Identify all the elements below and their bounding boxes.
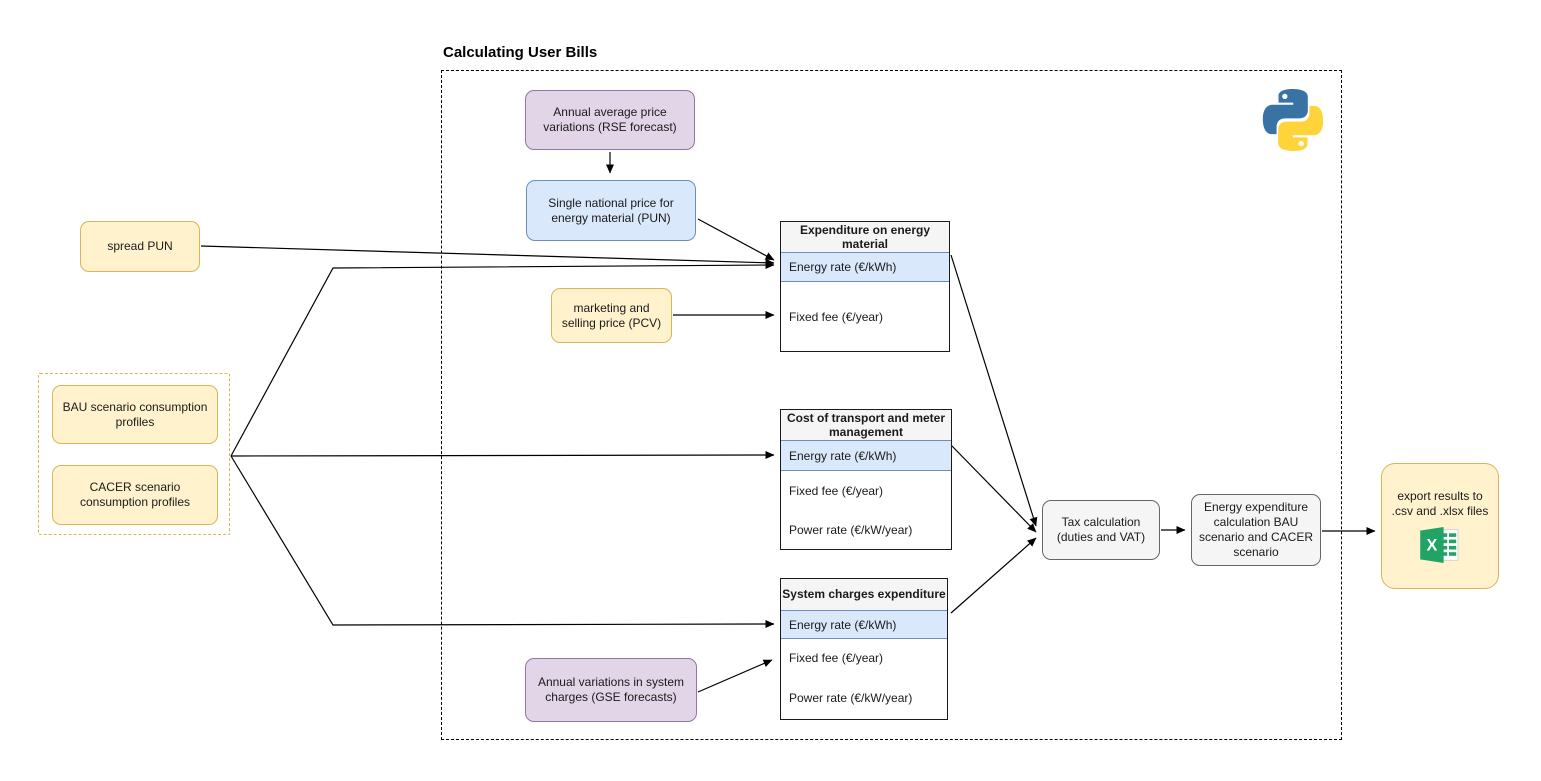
excel-icon: X — [1420, 527, 1459, 563]
table-transport-meter: Cost of transport and meter management E… — [780, 409, 952, 550]
node-gse-forecasts: Annual variations in system charges (GSE… — [525, 658, 697, 722]
table-row-fixed-fee: Fixed fee (€/year) — [781, 639, 947, 677]
node-cacer-profiles: CACER scenario consumption profiles — [52, 465, 218, 525]
connector-gse-to-system-fixed — [697, 659, 773, 693]
connector-profiles-to-system-energy — [230, 455, 775, 629]
node-rse-forecast: Annual average price variations (RSE for… — [525, 90, 695, 150]
export-label: export results to .csv and .xlsx files — [1391, 489, 1489, 518]
consumption-profiles-group — [38, 373, 230, 535]
table-header: System charges expenditure — [781, 579, 947, 610]
node-energy-expenditure-calculation: Energy expenditure calculation BAU scena… — [1191, 494, 1321, 566]
connector-transport-to-tax — [950, 444, 1037, 533]
connector-expenditure-to-tax — [950, 254, 1038, 527]
node-spread-pun: spread PUN — [80, 221, 200, 272]
table-row-fixed-fee: Fixed fee (€/year) — [781, 282, 949, 351]
node-export-results: export results to .csv and .xlsx files X — [1381, 463, 1499, 589]
python-process-boundary — [441, 70, 1342, 740]
python-logo-icon — [1262, 89, 1324, 151]
connector-system-to-tax — [950, 537, 1037, 614]
svg-text:X: X — [1426, 536, 1437, 554]
table-system-charges: System charges expenditure Energy rate (… — [780, 578, 948, 720]
table-row-fixed-fee: Fixed fee (€/year) — [781, 471, 951, 510]
diagram-title: Calculating User Bills — [443, 44, 598, 61]
connector-pun-to-expenditure-energy — [697, 218, 775, 261]
node-pun: Single national price for energy materia… — [526, 180, 696, 241]
node-tax-calculation: Tax calculation (duties and VAT) — [1042, 500, 1160, 560]
connector-profiles-to-expenditure-energy — [230, 261, 775, 457]
table-row-energy-rate: Energy rate (€/kWh) — [781, 440, 951, 471]
table-row-power-rate: Power rate (€/kW/year) — [781, 510, 951, 549]
table-header: Expenditure on energy material — [781, 222, 949, 252]
node-pcv: marketing and selling price (PCV) — [551, 288, 672, 343]
table-row-energy-rate: Energy rate (€/kWh) — [781, 610, 947, 639]
table-row-energy-rate: Energy rate (€/kWh) — [781, 252, 949, 282]
connector-profiles-to-transport-energy — [230, 451, 775, 460]
table-header: Cost of transport and meter management — [781, 410, 951, 440]
table-row-power-rate: Power rate (€/kW/year) — [781, 677, 947, 719]
node-bau-profiles: BAU scenario consumption profiles — [52, 385, 218, 444]
table-expenditure-energy-material: Expenditure on energy material Energy ra… — [780, 221, 950, 352]
connector-spreadpun-to-expenditure-energy — [200, 245, 775, 267]
